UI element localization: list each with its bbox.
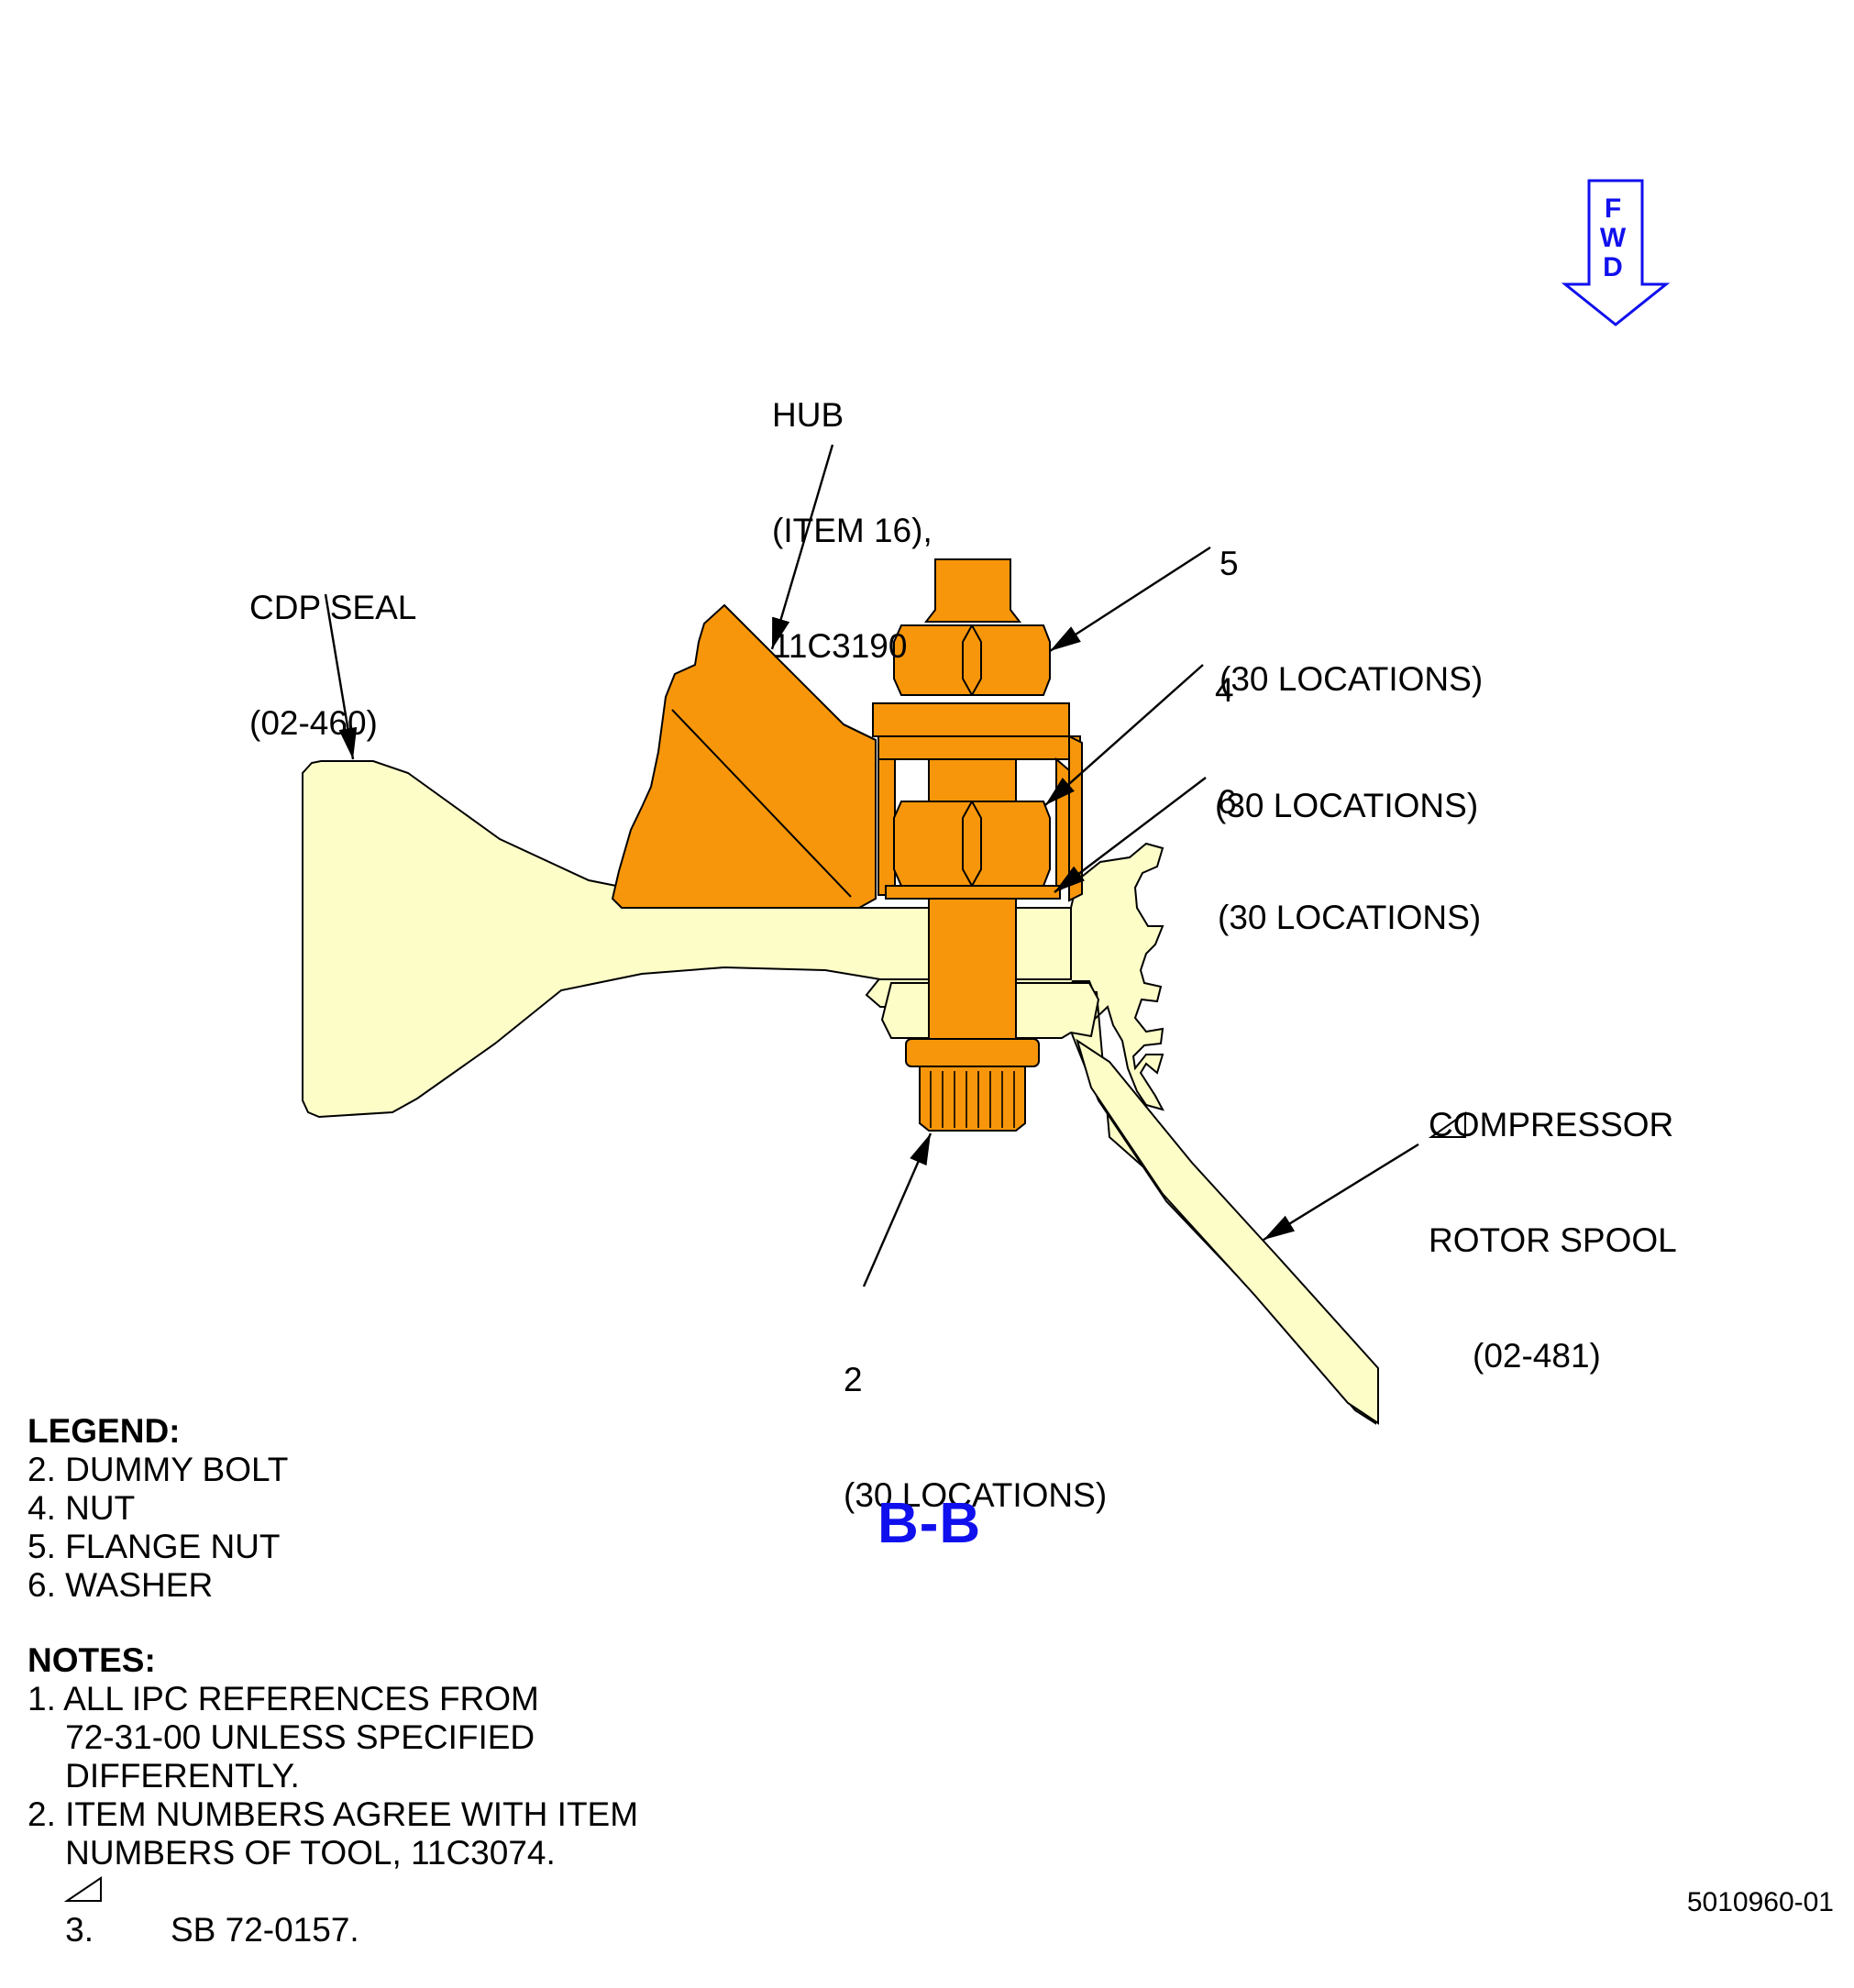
note-line-3: 3. SB 72-0157. bbox=[28, 1872, 638, 1988]
callout-hub: HUB (ITEM 16), 11C3190 bbox=[772, 319, 933, 704]
fwd-arrow-icon bbox=[1561, 179, 1671, 326]
legend-item: 4. NUT bbox=[28, 1489, 136, 1527]
figure-number: 5010960-01 bbox=[1686, 1887, 1834, 1917]
note-line: 2. ITEM NUMBERS AGREE WITH ITEM bbox=[28, 1795, 639, 1833]
callout-line: HUB bbox=[772, 396, 844, 434]
note-line: 72-31-00 UNLESS SPECIFIED bbox=[28, 1718, 535, 1756]
callout-line: (30 LOCATIONS) bbox=[1215, 787, 1479, 824]
leader-cdp-seal bbox=[324, 593, 358, 760]
callout-cdp-seal: CDP SEAL (02-460) bbox=[249, 512, 416, 781]
leader-hub bbox=[770, 444, 834, 650]
fwd-letter: W bbox=[1599, 223, 1627, 253]
leader-item6 bbox=[1054, 777, 1207, 893]
callout-line: (30 LOCATIONS) bbox=[1218, 899, 1482, 936]
callout-line: 11C3190 bbox=[772, 627, 908, 665]
note-line: 1. ALL IPC REFERENCES FROM bbox=[28, 1680, 539, 1717]
callout-line: 4 bbox=[1215, 671, 1234, 709]
callout-item2: 2 (30 LOCATIONS) bbox=[844, 1284, 1107, 1553]
notes: NOTES: 1. ALL IPC REFERENCES FROM 72-31-… bbox=[28, 1641, 638, 1988]
note-line: NUMBERS OF TOOL, 11C3074. bbox=[28, 1834, 556, 1872]
triangle-marker-icon bbox=[63, 1876, 102, 1902]
callout-line: (02-481) bbox=[1473, 1337, 1601, 1375]
hub bbox=[611, 603, 877, 909]
legend-item: 6. WASHER bbox=[28, 1566, 214, 1604]
legend-heading: LEGEND: bbox=[28, 1412, 181, 1450]
section-bb-drawing bbox=[63, 179, 1671, 1902]
callout-line: (30 LOCATIONS) bbox=[844, 1476, 1108, 1514]
callout-line: CDP SEAL bbox=[249, 589, 417, 626]
triangle-marker-icon bbox=[1428, 1111, 1466, 1138]
callout-line: 5 bbox=[1219, 545, 1239, 582]
callout-line: (ITEM 16), bbox=[772, 512, 933, 549]
leader-lines bbox=[324, 444, 1419, 1287]
leader-item4 bbox=[1044, 664, 1204, 806]
callout-line: COMPRESSOR bbox=[1429, 1106, 1674, 1143]
fwd-label: F W D bbox=[1599, 194, 1627, 282]
callout-item6: 6 (30 LOCATIONS) bbox=[1218, 706, 1481, 976]
callout-line: (02-460) bbox=[249, 704, 378, 742]
callout-item5: 5 (30 LOCATIONS) bbox=[1219, 468, 1483, 737]
callout-item4: 4 (30 LOCATIONS) bbox=[1215, 594, 1478, 864]
callout-line: 2 bbox=[844, 1361, 863, 1398]
legend-item: 5. FLANGE NUT bbox=[28, 1528, 281, 1565]
legend-item: 2. DUMMY BOLT bbox=[28, 1451, 289, 1488]
fwd-letter: F bbox=[1604, 193, 1622, 224]
legend: LEGEND: 2. DUMMY BOLT 4. NUT 5. FLANGE N… bbox=[28, 1412, 288, 1605]
notes-heading: NOTES: bbox=[28, 1641, 156, 1679]
leader-item2 bbox=[862, 1132, 933, 1287]
note-number: 3. bbox=[65, 1911, 94, 1949]
note-text: SB 72-0157. bbox=[170, 1911, 359, 1949]
note-line: DIFFERENTLY. bbox=[28, 1757, 300, 1795]
leader-item5 bbox=[1049, 546, 1211, 653]
section-title: B-B bbox=[877, 1492, 982, 1555]
callout-compressor: COMPRESSOR ROTOR SPOOL (02-481) bbox=[1429, 1029, 1677, 1414]
leader-compressor bbox=[1263, 1143, 1419, 1242]
callout-line: (30 LOCATIONS) bbox=[1219, 660, 1484, 698]
callout-line: ROTOR SPOOL bbox=[1429, 1221, 1677, 1259]
fwd-letter: D bbox=[1603, 252, 1623, 282]
callout-line: 6 bbox=[1218, 783, 1237, 821]
